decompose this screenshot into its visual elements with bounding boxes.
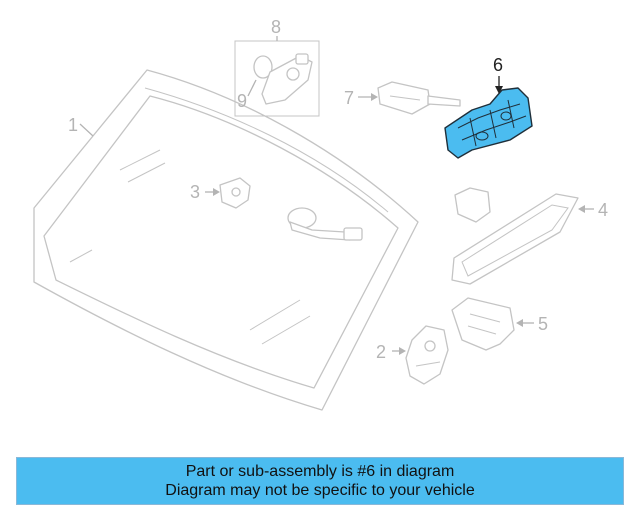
leader-arrow-3 — [213, 188, 220, 196]
leader-arrow-6 — [495, 86, 503, 94]
highlighted-cover-part-6 — [444, 87, 533, 159]
clip-part-3 — [219, 177, 251, 209]
callout-1: 1 — [68, 115, 78, 135]
leader-line-1 — [79, 123, 94, 137]
callout-4: 4 — [598, 200, 608, 220]
info-banner: Part or sub-assembly is #6 in diagram Di… — [16, 457, 624, 505]
leader-line-9 — [247, 79, 257, 97]
leader-arrow-2 — [399, 347, 406, 355]
banner-line-2: Diagram may not be specific to your vehi… — [165, 482, 475, 499]
bracket-part-2 — [405, 325, 449, 385]
sensor-box-part-8 — [234, 40, 320, 117]
rain-sensor-on-glass — [287, 207, 363, 241]
windshield-part-1 — [33, 69, 419, 411]
callout-3: 3 — [190, 182, 200, 202]
leader-arrow-7 — [371, 93, 378, 101]
leader-arrow-4 — [578, 205, 585, 213]
callout-7: 7 — [344, 88, 354, 108]
parts-diagram: 1 3 8 9 7 6 — [33, 17, 608, 411]
callout-8: 8 — [271, 17, 281, 37]
callout-2: 2 — [376, 342, 386, 362]
cover-part-5 — [451, 297, 515, 351]
mirror-part-4 — [451, 187, 579, 285]
callout-9: 9 — [237, 91, 247, 111]
leader-arrow-5 — [516, 319, 523, 327]
callout-5: 5 — [538, 314, 548, 334]
cover-part-7 — [377, 81, 461, 115]
banner-line-1: Part or sub-assembly is #6 in diagram — [185, 463, 455, 480]
callout-6: 6 — [493, 55, 503, 75]
